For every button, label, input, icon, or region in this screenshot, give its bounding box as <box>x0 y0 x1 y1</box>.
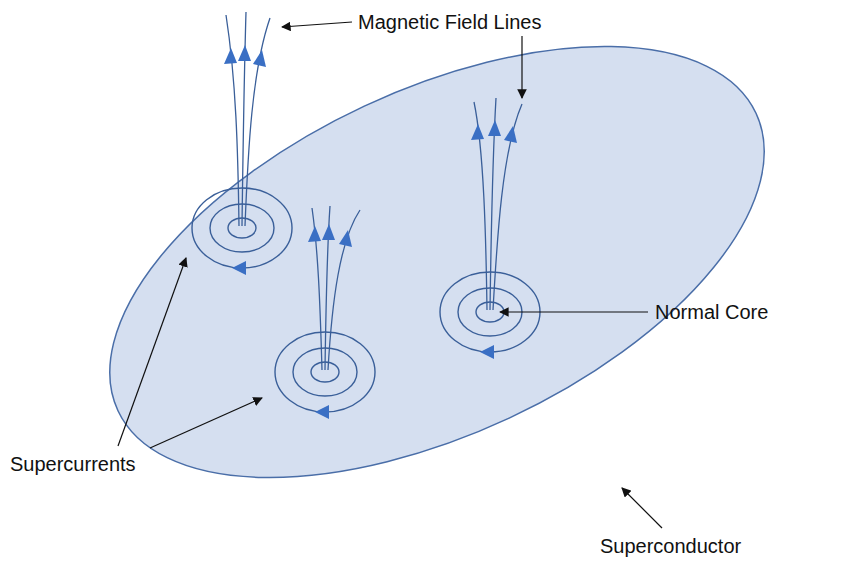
callout-label: Normal Core <box>655 300 768 324</box>
callout-label: Magnetic Field Lines <box>358 10 541 34</box>
callout-label: Supercurrents <box>10 452 136 476</box>
field-arrowheads <box>224 45 517 247</box>
leader-lines <box>80 22 662 528</box>
callout-label: Superconductor <box>600 534 741 558</box>
vortex-rings <box>192 188 540 412</box>
current-arrowheads <box>232 261 494 419</box>
field-lines <box>226 12 522 370</box>
superconductor-body <box>45 0 828 567</box>
